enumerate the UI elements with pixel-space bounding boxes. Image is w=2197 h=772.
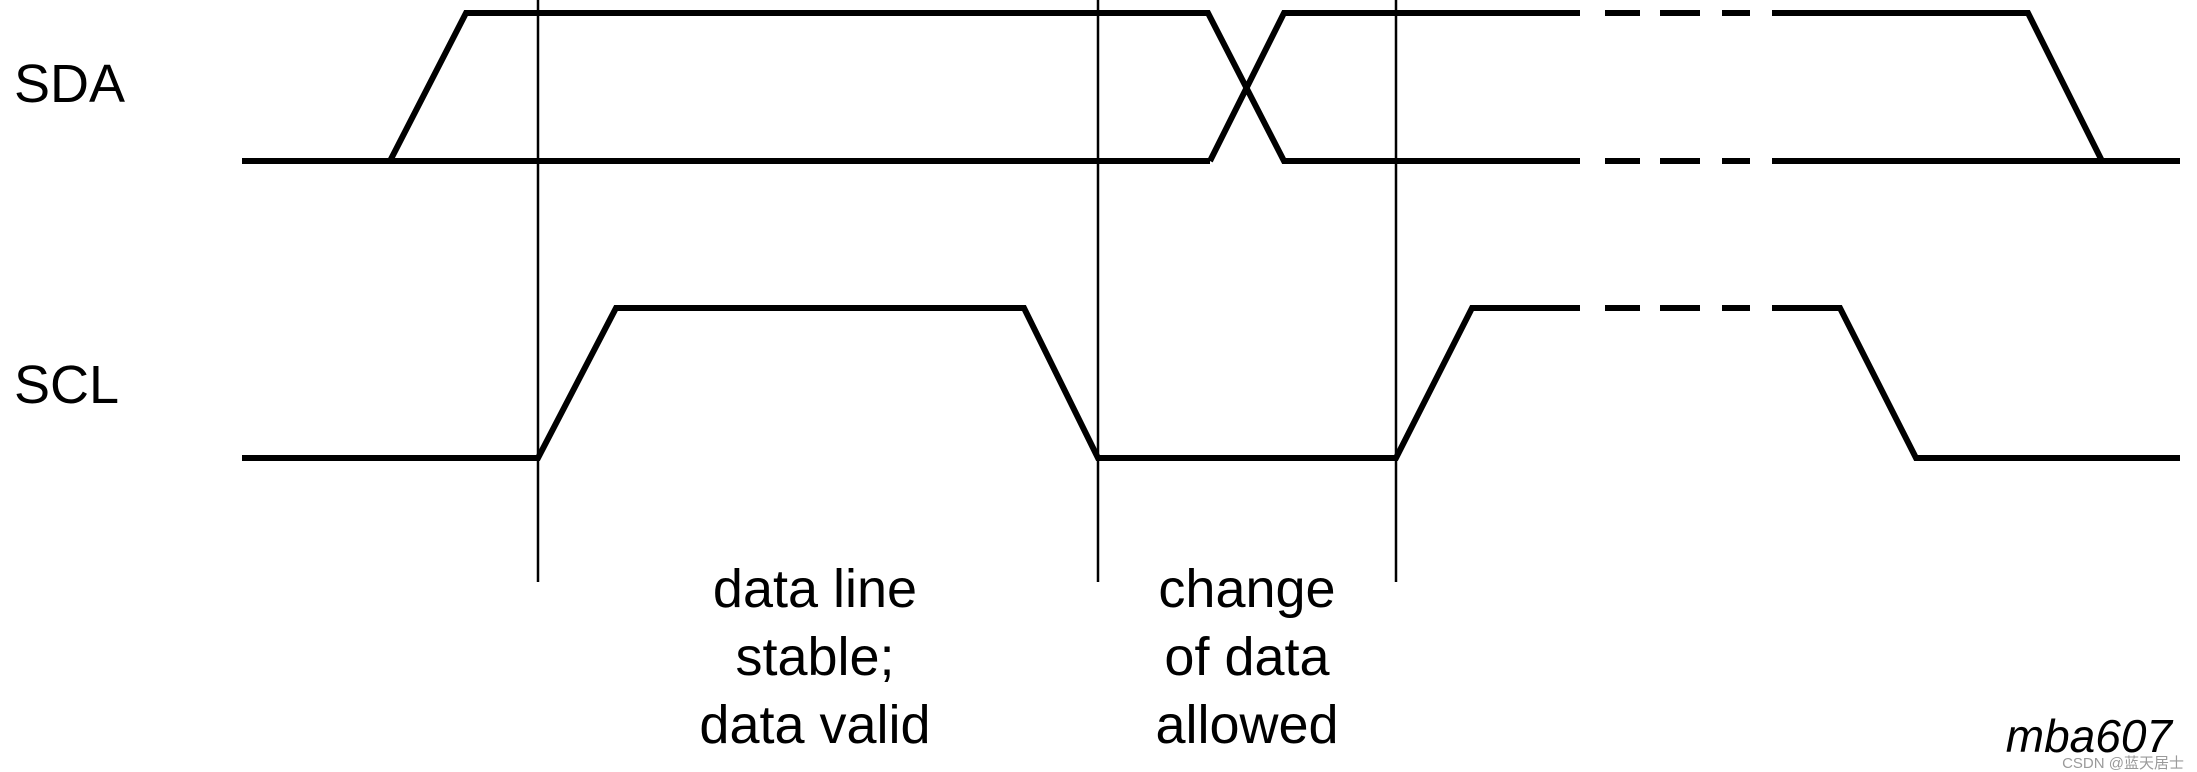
scl-final-fall	[1772, 305, 2180, 461]
sda-waveform	[242, 10, 2180, 164]
timing-boundaries	[536, 0, 1398, 582]
stable-line-2: stable;	[735, 627, 894, 687]
change-line-1: change	[1158, 559, 1335, 619]
figure-code: mba607	[2006, 710, 2174, 762]
change-annotation: change of data allowed	[1155, 559, 1338, 755]
sda-rise-and-cross-down	[387, 10, 1580, 164]
stable-line-1: data line	[713, 559, 917, 619]
change-line-3: allowed	[1155, 695, 1338, 755]
sda-final-fall	[1772, 10, 2180, 164]
stable-line-3: data valid	[699, 695, 930, 755]
change-line-2: of data	[1164, 627, 1330, 687]
sda-cross-up	[1207, 10, 1580, 163]
watermark-text: CSDN @蓝天居士	[2062, 755, 2184, 772]
scl-label: SCL	[14, 355, 119, 415]
sda-label: SDA	[14, 54, 125, 114]
stable-annotation: data line stable; data valid	[699, 559, 930, 755]
scl-waveform	[242, 305, 2180, 461]
scl-first-pulse	[242, 305, 1580, 461]
